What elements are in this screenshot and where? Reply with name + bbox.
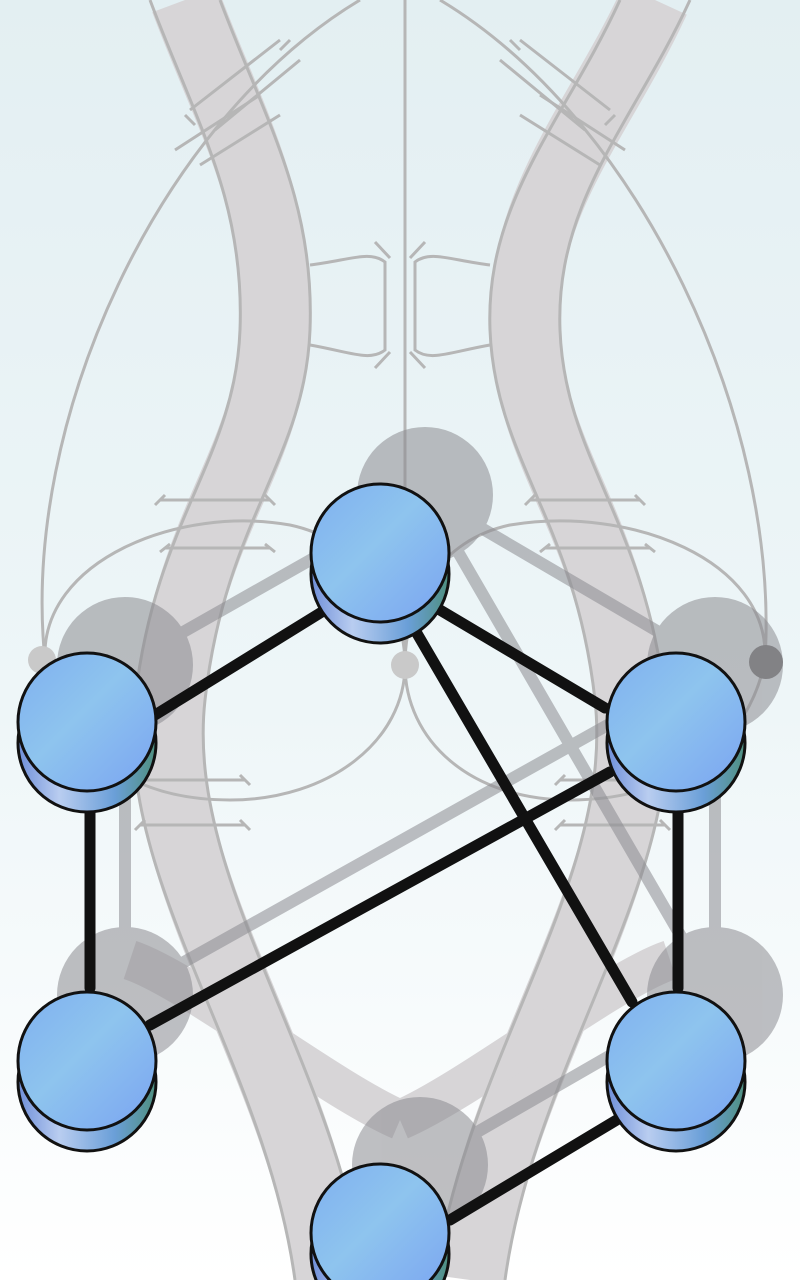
node-upper-right[interactable] [605,651,747,814]
graph-edges [84,604,684,1226]
edge[interactable] [149,604,331,721]
node-upper-left[interactable] [16,651,158,814]
graph-nodes [16,482,747,1280]
node-top[interactable] [309,482,451,645]
edge[interactable] [434,604,611,714]
edge[interactable] [144,766,616,1031]
edge[interactable] [444,1112,626,1226]
node-bottom[interactable] [309,1162,451,1280]
node-lower-left[interactable] [16,990,158,1153]
node-lower-right[interactable] [605,990,747,1153]
track-outer-right [439,0,768,661]
track-outer-left [40,0,361,661]
